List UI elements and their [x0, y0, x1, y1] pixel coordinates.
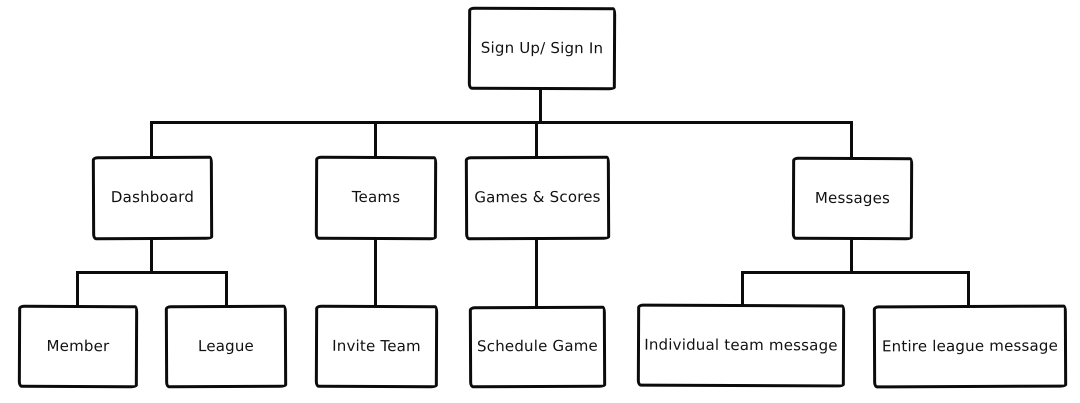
- node-signup-signin-label: Sign Up/ Sign In: [480, 38, 604, 58]
- node-entire-league-message: Entire league message: [872, 304, 1068, 389]
- node-messages: Messages: [791, 156, 914, 241]
- node-messages-label: Messages: [814, 188, 891, 208]
- connector-games-stem: [535, 238, 538, 308]
- node-games-scores: Games & Scores: [464, 155, 611, 241]
- connector-messages-bus: [741, 271, 970, 274]
- node-entire-league-message-label: Entire league message: [881, 336, 1059, 356]
- node-league: League: [164, 304, 288, 389]
- node-invite-team-label: Invite Team: [332, 336, 421, 356]
- node-teams: Teams: [314, 155, 438, 241]
- connector-drop-individual-message: [741, 271, 744, 305]
- connector-dashboard-stem: [150, 238, 153, 274]
- node-dashboard: Dashboard: [91, 155, 214, 241]
- connector-drop-member: [76, 271, 79, 306]
- connector-drop-league: [225, 271, 228, 306]
- connector-drop-teams: [374, 121, 377, 157]
- node-signup-signin: Sign Up/ Sign In: [467, 6, 617, 91]
- node-individual-team-message: Individual team message: [636, 303, 846, 388]
- connector-root-stem: [539, 88, 542, 123]
- connector-messages-stem: [850, 238, 853, 274]
- node-invite-team: Invite Team: [314, 304, 439, 389]
- node-individual-team-message-label: Individual team message: [644, 335, 838, 355]
- node-dashboard-label: Dashboard: [110, 188, 195, 207]
- node-teams-label: Teams: [351, 188, 401, 207]
- node-member: Member: [17, 304, 139, 389]
- connector-dashboard-bus: [76, 271, 228, 274]
- connector-drop-games-scores: [535, 121, 538, 157]
- node-schedule-game: Schedule Game: [468, 305, 607, 389]
- connector-drop-entire-message: [967, 271, 970, 306]
- connector-level2-bus: [150, 121, 853, 124]
- node-member-label: Member: [46, 336, 110, 356]
- node-schedule-game-label: Schedule Game: [476, 337, 599, 356]
- node-games-scores-label: Games & Scores: [474, 188, 601, 207]
- connector-drop-messages: [850, 121, 853, 158]
- node-league-label: League: [197, 336, 255, 355]
- connector-teams-stem: [374, 238, 377, 307]
- connector-drop-dashboard: [150, 121, 153, 157]
